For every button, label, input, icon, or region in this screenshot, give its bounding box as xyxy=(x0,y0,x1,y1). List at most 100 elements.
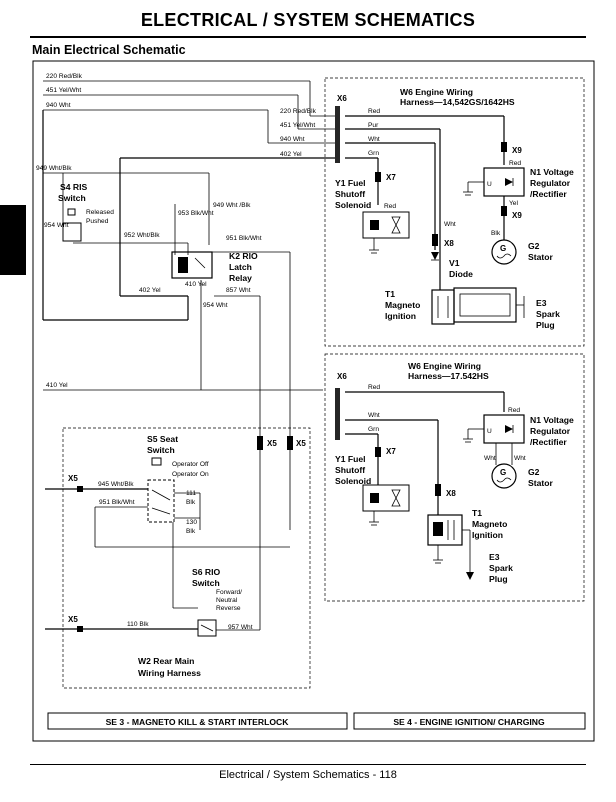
g2-label: Stator xyxy=(528,252,553,262)
wire-label: Blk xyxy=(186,499,196,506)
harness-label: W6 Engine Wiring xyxy=(408,361,481,371)
s6-sub-label: Switch xyxy=(192,578,220,588)
y1-label: Y1 Fuel xyxy=(335,454,366,464)
left-wire-labels: 220 Red/Blk 451 Yel/Wht 940 Wht 949 Wht/… xyxy=(36,73,262,389)
e3-label: Spark xyxy=(536,309,560,319)
s5-position-on: Operator On xyxy=(172,471,209,478)
g2-label: G2 xyxy=(528,241,540,251)
wire-color-label: Red xyxy=(509,160,521,167)
n1-label: /Rectifier xyxy=(530,189,567,199)
schematic-title: Main Electrical Schematic xyxy=(32,43,186,57)
s6-rio-switch: S6 RIO Switch Forward/ Neutral Reverse X… xyxy=(45,567,260,637)
wire-label: 949 Wht /Blk xyxy=(213,202,251,209)
x5-connectors: X5 X5 xyxy=(257,436,306,630)
se3-tab-label: SE 3 - MAGNETO KILL & START INTERLOCK xyxy=(106,717,290,727)
wire-label: 402 Yel xyxy=(280,151,302,158)
wire-label: 951 Blk/Wht xyxy=(226,235,262,242)
se4-tab-label: SE 4 - ENGINE IGNITION/ CHARGING xyxy=(393,717,545,727)
y1-label: Solenoid xyxy=(335,476,371,486)
wire-label: 949 Wht/Blk xyxy=(36,165,72,172)
s5-label: S5 Seat xyxy=(147,434,178,444)
y1-label: Solenoid xyxy=(335,200,371,210)
w2-harness-boundary xyxy=(62,427,311,689)
k2-label: K2 RIO xyxy=(229,251,258,261)
n1-label: Regulator xyxy=(530,426,571,436)
e3-label: Plug xyxy=(489,574,508,584)
s6-position-reverse: Reverse xyxy=(216,605,241,612)
t1-label: Magneto xyxy=(472,519,507,529)
s5-position-off: Operator Off xyxy=(172,461,209,468)
t1-label: Magneto xyxy=(385,300,420,310)
harness-label: Harness—17.542HS xyxy=(408,371,489,381)
wire-label: 110 Blk xyxy=(127,621,149,628)
wire-color-label: Red xyxy=(368,108,380,115)
schematic-frame xyxy=(32,60,595,742)
wire-label: 954 Wht xyxy=(203,302,228,309)
incoming-wires xyxy=(42,80,335,440)
t1-label: T1 xyxy=(472,508,482,518)
t1-label: Ignition xyxy=(385,311,416,321)
wire-color-label: Wht xyxy=(368,412,380,419)
s6-label: S6 RIO xyxy=(192,567,220,577)
wire-label: 410 Yel xyxy=(185,281,207,288)
n1-label: N1 Voltage xyxy=(530,167,574,177)
s4-label: S4 RIS xyxy=(60,182,87,192)
bottom-engine-harness: X6 W6 Engine Wiring Harness—17.542HS Red… xyxy=(335,361,574,584)
wire-color-label: Blk xyxy=(491,230,501,237)
wire-color-label: Red xyxy=(508,407,520,414)
s5-seat-switch: S5 Seat Switch Operator Off Operator On … xyxy=(45,434,290,609)
w2-harness-label: W2 Rear Main xyxy=(138,656,194,666)
wire-label: 957 Wht xyxy=(228,624,253,631)
wire-label: 220 Red/Blk xyxy=(46,73,83,80)
section-thumb-tab xyxy=(0,205,26,275)
svg-text:U: U xyxy=(487,428,492,435)
top-engine-harness: X6 W6 Engine Wiring Harness—14,542GS/164… xyxy=(280,87,574,330)
x8-label: X8 xyxy=(446,489,456,498)
wire-label: 945 Wht/Blk xyxy=(98,481,134,488)
k2-rio-latch-relay: K2 RIO Latch Relay xyxy=(171,251,258,283)
wire-color-label: Wht xyxy=(368,136,380,143)
page-title: ELECTRICAL / SYSTEM SCHEMATICS xyxy=(140,10,476,30)
harness-label: Harness—14,542GS/1642HS xyxy=(400,97,515,107)
s4-ris-switch: S4 RIS Switch Released Pushed xyxy=(58,182,114,242)
x5-label: X5 xyxy=(68,615,78,624)
g2-label: Stator xyxy=(528,478,553,488)
k2-sub-label: Latch xyxy=(229,262,252,272)
harness-box-14542 xyxy=(324,77,585,347)
se4-tab xyxy=(353,712,586,730)
y1-label: Y1 Fuel xyxy=(335,178,366,188)
n1-label: N1 Voltage xyxy=(530,415,574,425)
x7-label: X7 xyxy=(386,173,396,182)
wire-label: 857 Wht xyxy=(226,287,251,294)
x7-label: X7 xyxy=(386,447,396,456)
w2-harness-label: Wiring Harness xyxy=(138,668,201,678)
x9-label: X9 xyxy=(512,211,522,220)
harness-label: W6 Engine Wiring xyxy=(400,87,473,97)
wire-label: 940 Wht xyxy=(46,102,71,109)
t1-label: Ignition xyxy=(472,530,503,540)
e3-label: E3 xyxy=(536,298,547,308)
t1-label: T1 xyxy=(385,289,395,299)
stator-glyph: G xyxy=(500,468,506,477)
e3-label: E3 xyxy=(489,552,500,562)
y1-label: Shutoff xyxy=(335,189,365,199)
x5-label: X5 xyxy=(68,474,78,483)
e3-label: Plug xyxy=(536,320,555,330)
v1-label: V1 xyxy=(449,258,460,268)
s6-position-neutral: Neutral xyxy=(216,597,238,604)
wire-color-label: Yel xyxy=(509,200,518,207)
e3-label: Spark xyxy=(489,563,513,573)
wire-color-label: Pur xyxy=(368,122,379,129)
wire-label: 220 Red/Blk xyxy=(280,108,317,115)
n1-label: Regulator xyxy=(530,178,571,188)
section-tabs: SE 3 - MAGNETO KILL & START INTERLOCK SE… xyxy=(47,712,586,730)
wire-color-label: Red xyxy=(384,203,396,210)
x5-label: X5 xyxy=(296,439,306,448)
x8-label: X8 xyxy=(444,239,454,248)
wire-label: 111 xyxy=(186,490,196,497)
wire-label: 402 Yel xyxy=(139,287,161,294)
wire-color-label: Red xyxy=(368,384,380,391)
harness-box-17542 xyxy=(324,353,585,602)
wire-label: 451 Yel/Wht xyxy=(280,122,315,129)
v1-label: Diode xyxy=(449,269,473,279)
